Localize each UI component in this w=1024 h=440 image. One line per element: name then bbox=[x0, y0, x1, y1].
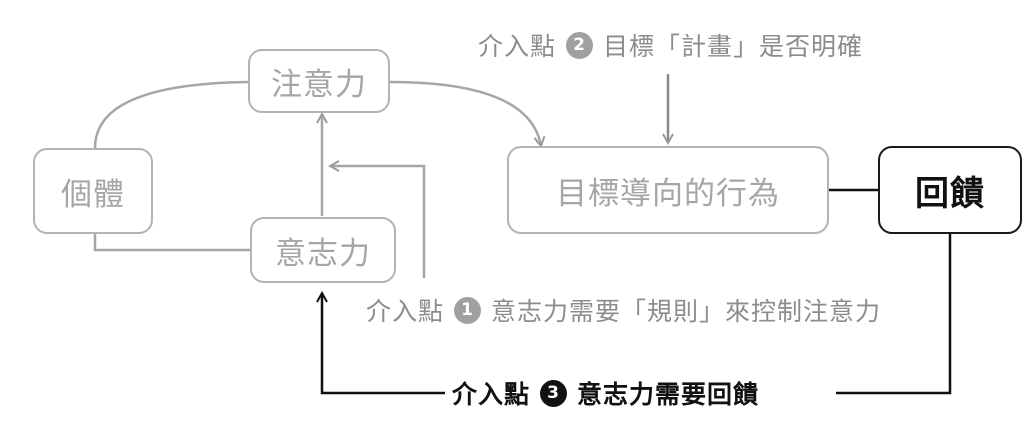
link-feedback-down bbox=[836, 234, 952, 395]
arrow-attention-goal bbox=[389, 80, 541, 146]
intervention-3-text: 意志力需要回饋 bbox=[577, 380, 760, 409]
intervention-2-text: 目標「計畫」是否明確 bbox=[603, 32, 864, 61]
link-individual-willpower bbox=[93, 232, 250, 252]
intervention-1-text: 意志力需要「規則」來控制注意力 bbox=[491, 297, 882, 326]
arrow-intervention-1 bbox=[330, 166, 426, 278]
intervention-3-prefix: 介入點 bbox=[452, 380, 531, 409]
intervention-1-prefix: 介入點 bbox=[366, 297, 445, 326]
node-individual: 個體 bbox=[33, 148, 153, 234]
link-individual-attention bbox=[93, 80, 249, 149]
intervention-3-badge: 3 bbox=[540, 379, 568, 407]
arrow-feedback-willpower bbox=[322, 293, 445, 395]
node-goal-behavior: 目標導向的行為 bbox=[507, 146, 829, 234]
intervention-2-prefix: 介入點 bbox=[478, 32, 557, 61]
intervention-2-label: 介入點 2 目標「計畫」是否明確 bbox=[478, 26, 864, 64]
intervention-1-label: 介入點 1 意志力需要「規則」來控制注意力 bbox=[366, 291, 882, 329]
intervention-2-badge: 2 bbox=[566, 31, 594, 59]
node-attention: 注意力 bbox=[248, 49, 390, 113]
node-willpower: 意志力 bbox=[250, 217, 396, 283]
node-feedback: 回饋 bbox=[878, 146, 1022, 234]
intervention-3-label: 介入點 3 意志力需要回饋 bbox=[452, 374, 768, 412]
intervention-1-badge: 1 bbox=[454, 296, 482, 324]
